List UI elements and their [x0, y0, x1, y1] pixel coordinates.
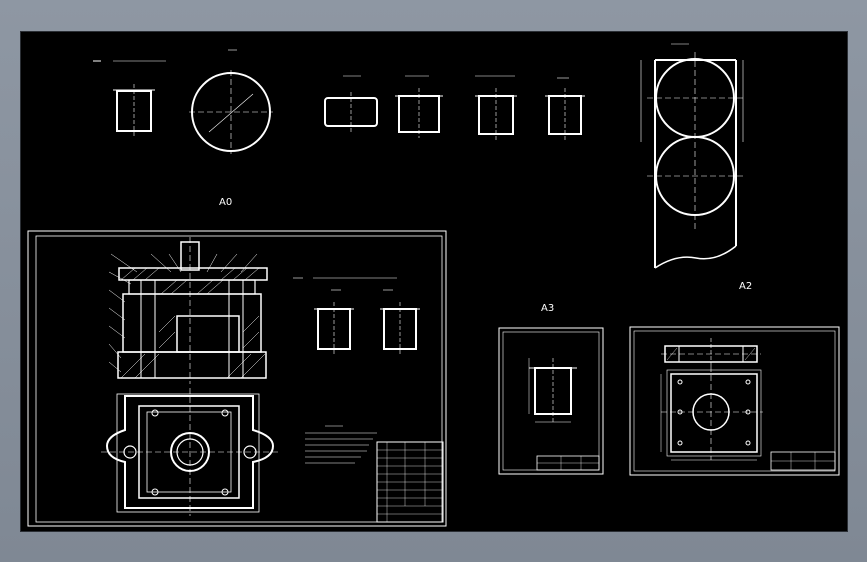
cup-blank: [113, 84, 155, 136]
label-a2: A2: [739, 281, 753, 292]
draw-stage-2: [395, 88, 443, 138]
label-a3: A3: [541, 303, 555, 314]
draw-stage-4: [545, 88, 585, 140]
sheet-a3: [498, 327, 604, 475]
sheet-a0: [27, 230, 447, 527]
die-section-view: [108, 237, 268, 384]
blank-circle: [189, 70, 273, 154]
drawing-svg: [27, 43, 840, 527]
draw-stage-3: [475, 88, 517, 140]
draw-stage-1: [324, 92, 378, 132]
technical-notes: [305, 425, 377, 464]
title-block-a0: [376, 441, 444, 523]
parts-sketches: [293, 277, 420, 354]
process-row: [93, 49, 585, 154]
sheet-a2: [629, 326, 840, 476]
drawing-canvas[interactable]: A0 A2 A3: [20, 31, 848, 532]
label-a0: A0: [219, 197, 233, 208]
strip-layout: [640, 43, 744, 269]
die-plan-view: [101, 388, 279, 516]
